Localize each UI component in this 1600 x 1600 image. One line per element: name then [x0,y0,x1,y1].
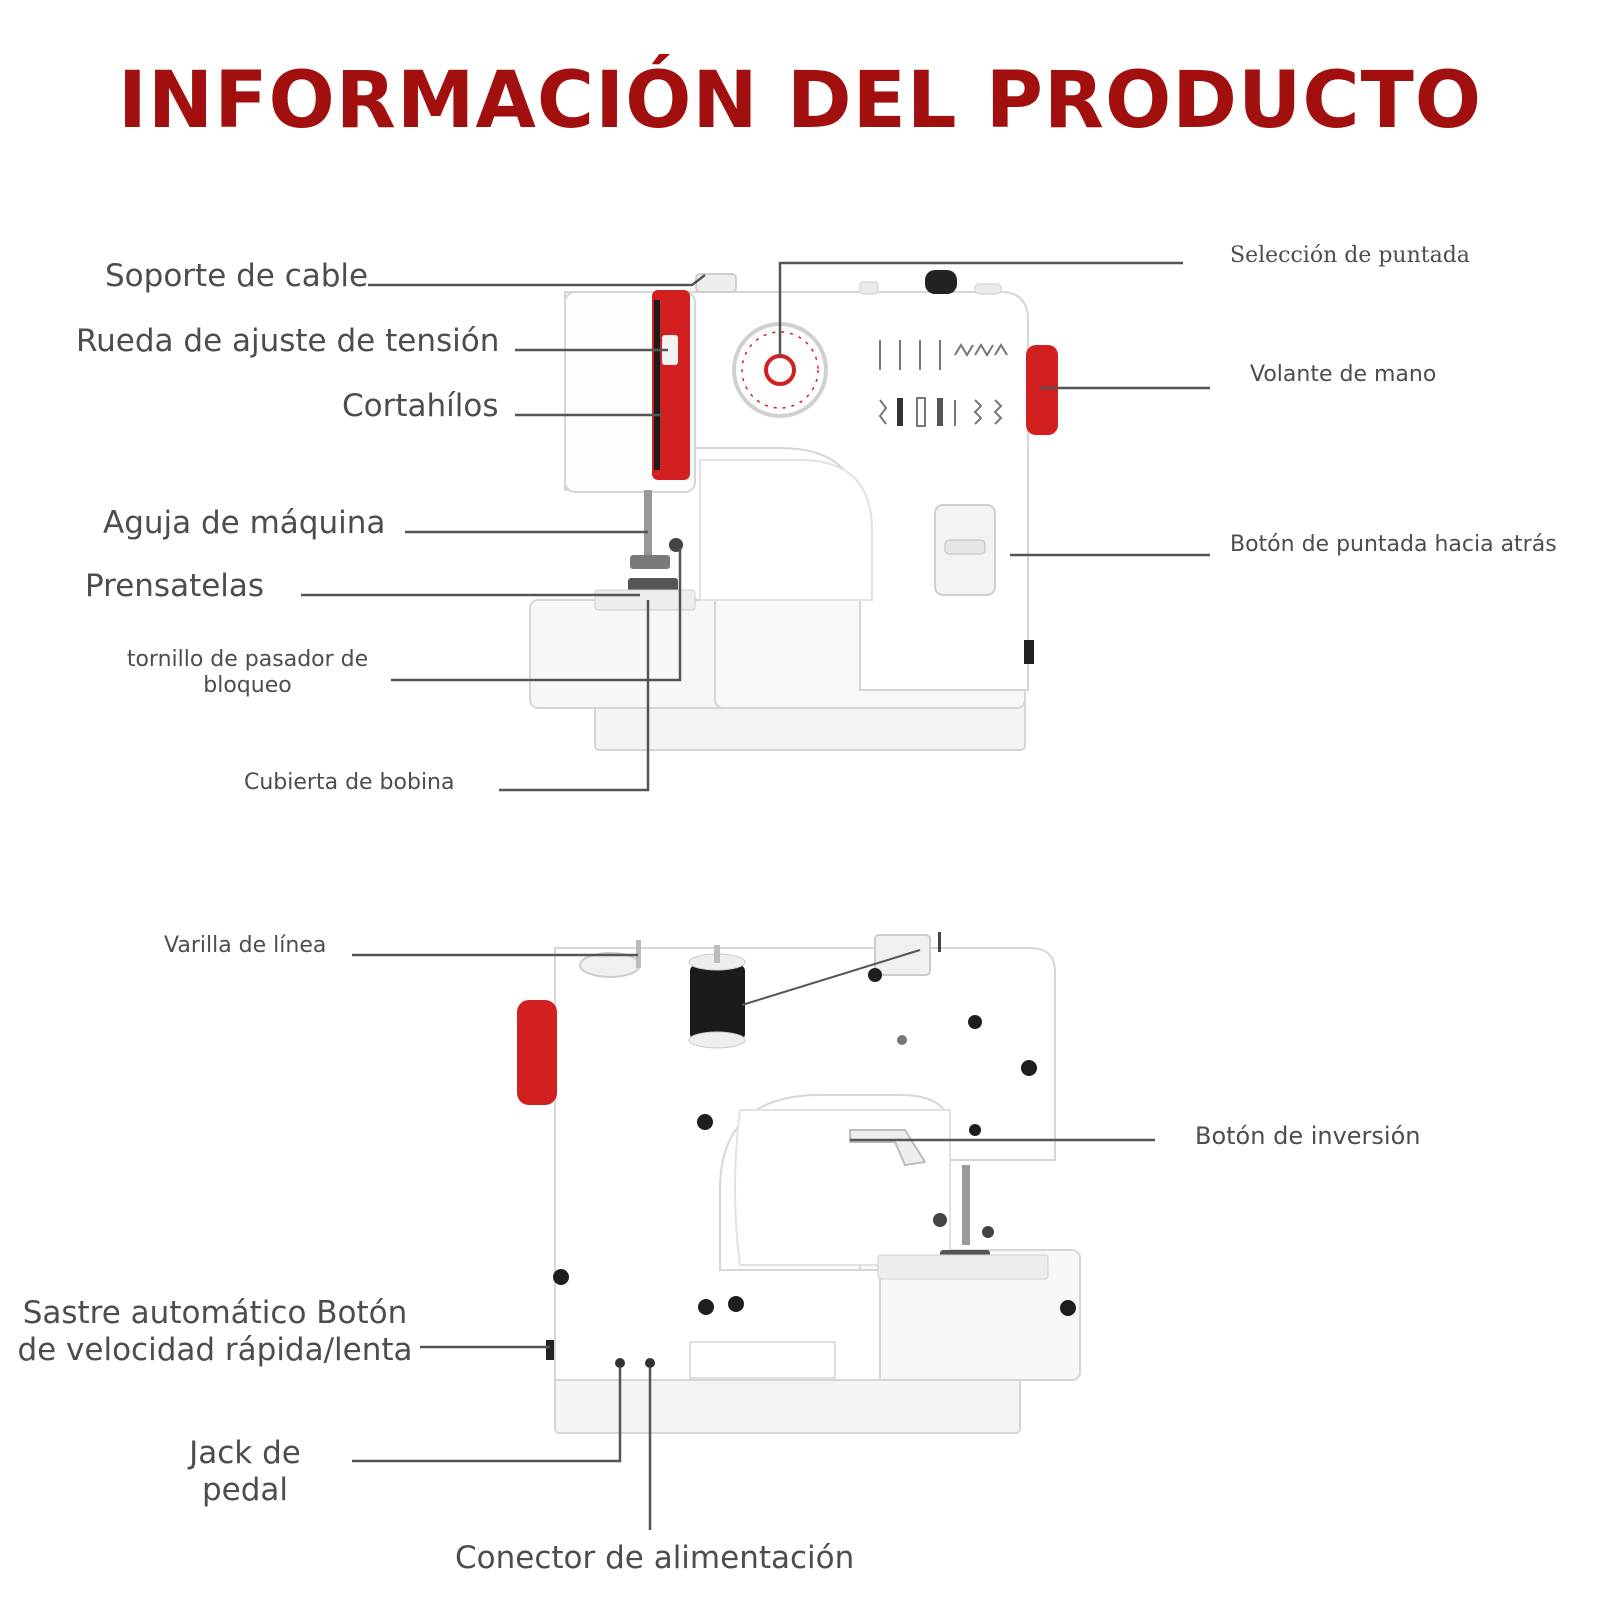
label-sastre-line-1: Sastre automático Botón [22,1295,408,1331]
power-connector [645,1358,655,1368]
label-soporte-cable: Soporte de cable [105,258,369,294]
label-prensatelas: Prensatelas [85,568,265,604]
leader-jack [352,1368,622,1463]
label-cubierta-bobina: Cubierta de bobina [244,770,455,795]
side-switch [1024,640,1034,664]
label-sastre: Sastre automático Botón de velocidad ráp… [10,1295,420,1369]
leader-soporte-cable [368,274,706,287]
thread-cutter-slot [654,300,660,470]
spool-cap-bottom [688,1031,746,1049]
pedal-jack [615,1358,625,1368]
page-title: INFORMACIÓN DEL PRODUCTO [117,56,1483,146]
label-aguja: Aguja de máquina [103,505,386,541]
label-plate [689,1341,836,1379]
stitch-selector-marks [741,331,819,409]
label-boton-atras: Botón de puntada hacia atrás [1230,532,1557,557]
label-rueda-tension: Rueda de ajuste de tensión [76,323,500,359]
label-cortahilos: Cortahílos [342,388,499,424]
reverse-stitch-lever [944,539,986,555]
stitch-selector-center [764,354,796,386]
label-tornillo-line-2: bloqueo [203,673,292,699]
label-seleccion-puntada: Selección de puntada [1230,243,1470,268]
screw-holes [553,968,1076,1316]
label-sastre-line-2: de velocidad rápida/lenta [17,1332,413,1369]
sewing-machine-back-view [554,947,1081,1434]
leader-seleccion [778,261,1183,356]
label-tornillo-line-1: tornillo de pasador de [126,647,369,672]
bobbin-winder-knob [925,270,957,294]
label-conector: Conector de alimentación [455,1540,855,1576]
label-volante: Volante de mano [1250,362,1437,387]
arm-opening [699,459,873,601]
thread-line [741,949,921,1006]
thread-spool [690,965,745,1040]
back-arm-opening [734,1109,951,1266]
tension-panel [652,290,690,480]
needle-assembly [594,490,696,611]
hand-wheel-back [517,1000,557,1105]
leader-tornillo [391,548,682,682]
top-knob [974,283,1002,295]
stitch-chart [878,340,1008,427]
back-needle-assembly [877,1165,1049,1280]
label-jack-line-1: Jack de [189,1435,301,1471]
leader-cubierta [499,600,650,792]
speed-button [546,1340,554,1360]
leader-lines [301,261,1210,1530]
bobbin-winder [579,952,641,978]
label-tornillo: tornillo de pasador de bloqueo [110,647,385,700]
label-boton-inversion: Botón de inversión [1195,1122,1421,1150]
hand-wheel-front [1026,345,1058,435]
label-jack-line-2: pedal [201,1472,289,1509]
thread-pin [938,932,941,952]
line-rod [636,940,641,968]
tension-wheel [662,335,678,365]
label-varilla: Varilla de línea [164,933,327,958]
spool-pin-cap [859,281,879,295]
spool-pin [714,945,720,963]
label-jack-pedal: Jack de pedal [160,1435,330,1509]
